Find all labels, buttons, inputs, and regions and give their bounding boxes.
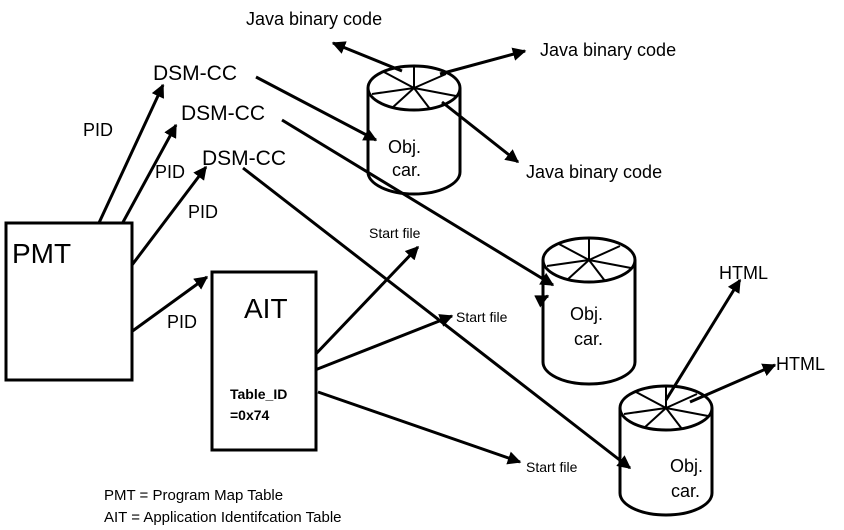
dsmcc-3-to-carousel-3 xyxy=(242,166,632,470)
start-file-label-3: Start file xyxy=(526,459,578,475)
carousel-3-to-html-2 xyxy=(689,363,777,404)
ait-to-start-file-3 xyxy=(317,390,522,465)
ait-label: AIT xyxy=(244,293,288,324)
pid-label-1: PID xyxy=(83,120,113,140)
carousel-3-label-line2: car. xyxy=(671,481,700,501)
dsmcc-2-to-carousel-2 xyxy=(281,118,555,287)
carousel-1-label-line2: car. xyxy=(392,160,421,180)
ait-box xyxy=(210,270,318,452)
dsmcc-label-2: DSM-CC xyxy=(181,102,265,125)
carousel-3-label-line1: Obj. xyxy=(670,456,703,476)
carousel-3-to-html-1 xyxy=(664,278,742,401)
dsmcc-label-1: DSM-CC xyxy=(153,62,237,85)
carousel-2-label-line1: Obj. xyxy=(570,304,603,324)
carousel-1-to-java-top xyxy=(331,41,403,73)
pmt-box xyxy=(4,221,134,382)
java-label-right: Java binary code xyxy=(540,40,676,60)
start-file-to-carousel-2 xyxy=(534,294,550,308)
pid-label-3: PID xyxy=(188,202,218,222)
html-label-2: HTML xyxy=(776,354,825,374)
pid-label-4: PID xyxy=(167,312,197,332)
pid-label-2: PID xyxy=(155,162,185,182)
legend-pmt: PMT = Program Map Table xyxy=(104,487,283,504)
legend: PMT = Program Map Table AIT = Applicatio… xyxy=(104,487,342,526)
object-carousel-1: Obj. car. xyxy=(366,64,462,196)
pid-arrow-1 xyxy=(96,83,165,226)
carousel-1-to-java-bottom xyxy=(441,100,520,164)
connections xyxy=(96,41,777,470)
ait-to-start-file-1 xyxy=(310,245,420,360)
legend-ait: AIT = Application Identifcation Table xyxy=(104,509,342,526)
ait-table-id-label: Table_ID xyxy=(230,386,287,402)
ait-to-start-file-2 xyxy=(314,314,454,372)
start-file-label-2: Start file xyxy=(456,309,508,325)
object-carousel-2: Obj. car. xyxy=(541,236,637,386)
dsmcc-1-to-carousel-1 xyxy=(255,75,378,142)
carousel-1-to-java-right xyxy=(439,47,527,76)
pmt-label: PMT xyxy=(12,238,71,269)
java-label-top: Java binary code xyxy=(246,9,382,29)
object-carousel-3: Obj. car. xyxy=(618,384,714,517)
java-label-bottom: Java binary code xyxy=(526,162,662,182)
carousel-1-label-line1: Obj. xyxy=(388,137,421,157)
start-file-label-1: Start file xyxy=(369,225,421,241)
ait-table-id-value: =0x74 xyxy=(230,407,270,423)
carousel-2-label-line2: car. xyxy=(574,329,603,349)
html-label-1: HTML xyxy=(719,263,768,283)
dsmcc-label-3: DSM-CC xyxy=(202,147,286,170)
